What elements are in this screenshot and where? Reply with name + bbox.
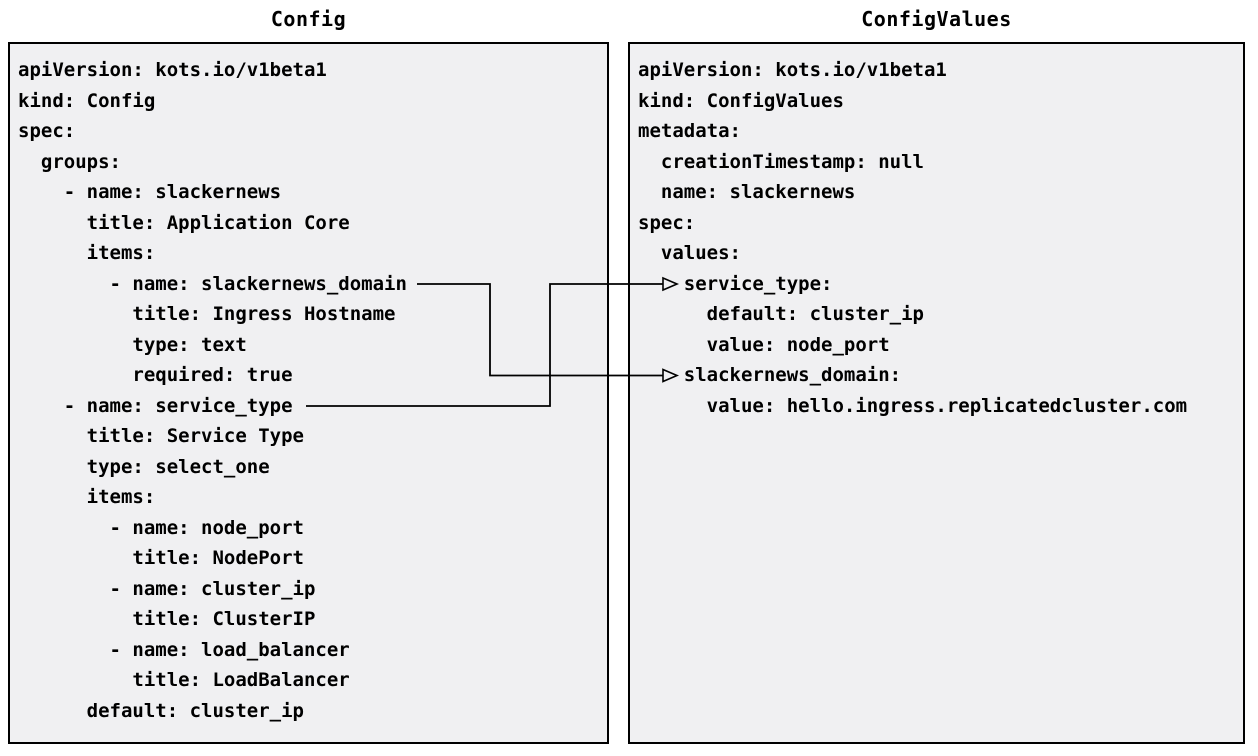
config-panel-title: Config bbox=[270, 7, 347, 31]
configvalues-panel-title: ConfigValues bbox=[861, 7, 1012, 31]
config-yaml-panel: apiVersion: kots.io/v1beta1 kind: Config… bbox=[8, 42, 609, 744]
configvalues-yaml-panel: apiVersion: kots.io/v1beta1 kind: Config… bbox=[628, 42, 1245, 744]
